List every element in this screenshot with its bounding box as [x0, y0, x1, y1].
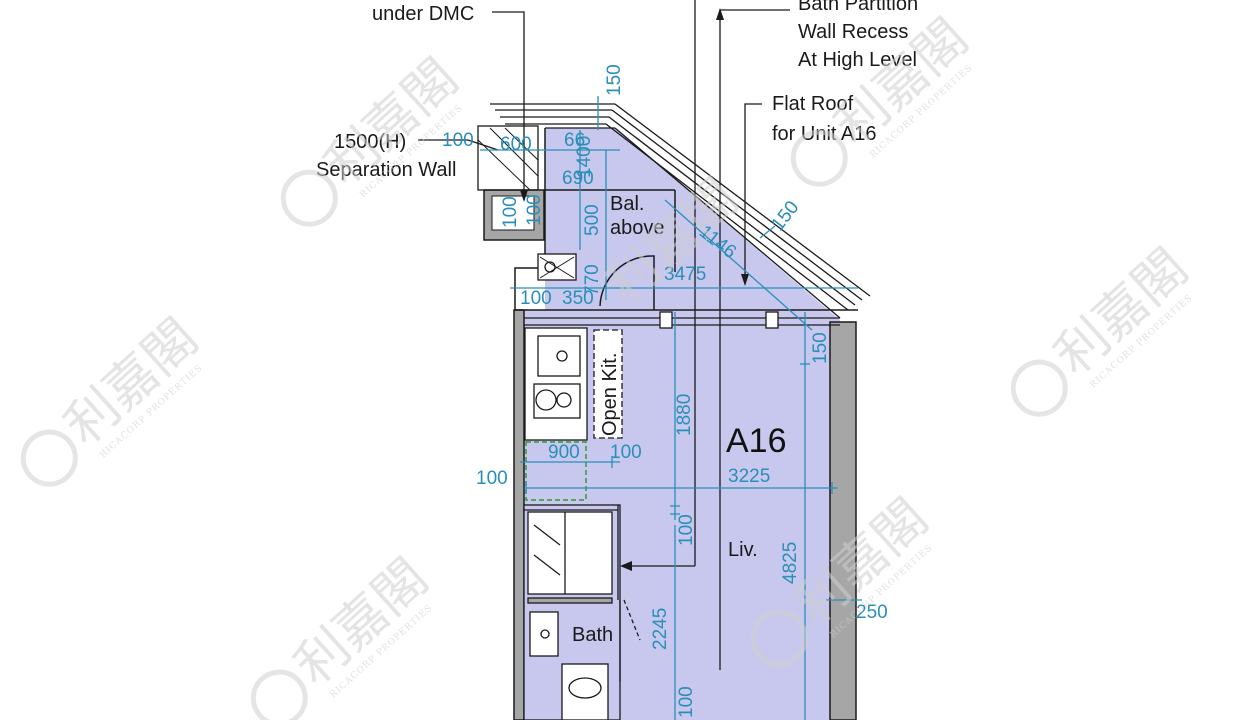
dim-250: 250 — [856, 602, 888, 623]
callout-bath-partition-3: At High Level — [798, 49, 917, 71]
callout-bath-partition-2: Wall Recess — [798, 21, 908, 43]
dim-66: 66 — [564, 130, 585, 151]
fridge-space — [525, 441, 587, 501]
dim-2245: 2245 — [650, 608, 671, 650]
roof-edge-lines — [490, 103, 871, 319]
balcony-door — [599, 255, 655, 310]
dim-100-h: 100 — [676, 686, 697, 718]
kitchen-label-box — [593, 329, 623, 439]
balcony-outline — [514, 128, 858, 311]
dim-100-f: 100 — [476, 468, 508, 489]
dim-1880: 1880 — [674, 394, 695, 436]
window — [524, 311, 840, 329]
right-wall — [829, 321, 857, 720]
dim-3225: 3225 — [728, 466, 770, 487]
dim-150-top: 150 — [604, 64, 625, 96]
dim-100-g: 100 — [676, 514, 697, 546]
unit-name: A16 — [726, 422, 787, 460]
dim-900: 900 — [548, 442, 580, 463]
room-balcony-1: Bal. — [610, 193, 644, 215]
callout-dmc: under DMC — [372, 3, 474, 25]
room-balcony-2: above — [610, 217, 665, 239]
dim-600: 600 — [500, 134, 532, 155]
room-kitchen: Open Kit. — [599, 353, 621, 436]
dmc-leader — [492, 11, 525, 200]
callout-separation-1: 1500(H) — [334, 131, 406, 153]
dim-100-b: 100 — [500, 196, 521, 228]
dim-100-a: 100 — [442, 130, 474, 151]
bathroom — [523, 504, 641, 720]
dim-100-c: 100 — [524, 194, 545, 226]
callout-separation-2: Separation Wall — [316, 159, 456, 181]
dim-690: 690 — [562, 168, 594, 189]
dim-150-diag: 150 — [767, 197, 803, 235]
dim-150-right: 150 — [810, 332, 831, 364]
kitchen-counter — [524, 327, 588, 441]
dim-3475: 3475 — [664, 264, 706, 285]
dim-1400: 1400 — [574, 136, 595, 178]
dim-100-d: 100 — [520, 288, 552, 309]
callout-bath-partition-1: Bath Partition — [798, 0, 918, 15]
dim-350: 350 — [562, 288, 594, 309]
left-wall — [513, 309, 525, 720]
dimension-lines — [480, 96, 862, 720]
dim-770: 770 — [582, 264, 603, 296]
dim-100-e: 100 — [610, 442, 642, 463]
room-bath: Bath — [572, 624, 613, 646]
dim-500: 500 — [582, 204, 603, 236]
dim-4825: 4825 — [780, 542, 801, 584]
callout-flat-roof-1: Flat Roof — [772, 93, 854, 115]
room-living: Liv. — [728, 539, 758, 561]
flat-roof-leader — [744, 103, 762, 284]
